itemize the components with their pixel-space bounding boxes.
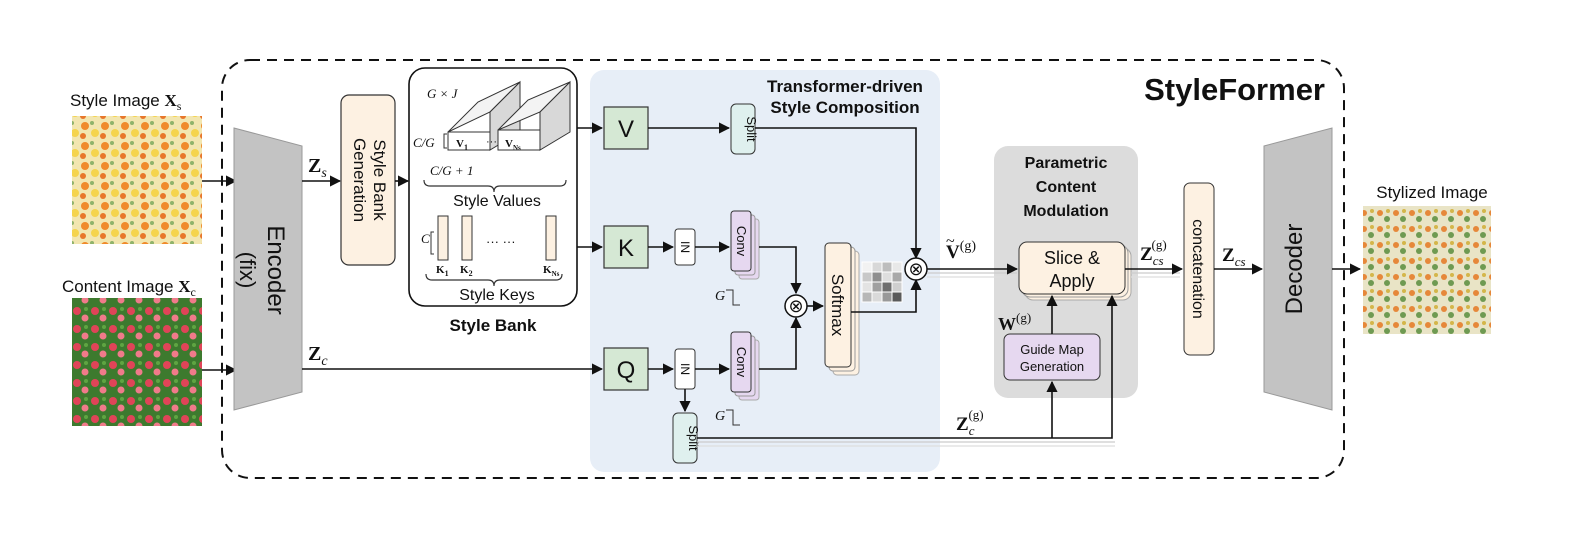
style-image — [72, 116, 202, 244]
in-q-label: IN — [678, 363, 692, 375]
zc-symbol: Zc — [308, 343, 328, 369]
matmul-kq-symbol: ⊗ — [788, 296, 803, 316]
v-block — [603, 106, 649, 150]
k-label: K — [618, 235, 634, 262]
k1-label: K1 — [436, 264, 449, 278]
zcg-symbol: Zc(g) — [956, 407, 984, 438]
softmax-block — [824, 242, 852, 368]
stylized-image-label: Stylized Image — [1376, 183, 1488, 202]
cg1-label: C/G + 1 — [430, 163, 473, 178]
kn-label: KNs — [543, 264, 560, 278]
attention-map-icon — [861, 261, 903, 303]
q-block — [603, 347, 649, 391]
transformer-title-line2: Style Composition — [770, 98, 919, 117]
encoder-block — [233, 127, 303, 411]
zcs-symbol: Zcs — [1222, 245, 1246, 269]
modulation-title-line2: Content — [1036, 179, 1097, 196]
k2-label: K2 — [460, 264, 473, 278]
decoder-label: Decoder — [1281, 224, 1308, 315]
split-q-label: Split — [686, 425, 701, 451]
stylized-image — [1363, 206, 1491, 334]
conv-k-label: Conv — [734, 226, 749, 257]
slice-apply-line2: Apply — [1049, 271, 1094, 291]
slice-apply-line1: Slice & — [1044, 248, 1100, 268]
modulation-title-line1: Parametric — [1025, 155, 1108, 172]
keys-ellipsis: ··· ··· — [486, 234, 516, 249]
conv-k-block — [730, 210, 752, 272]
c-label: C — [421, 231, 430, 246]
split-v-block — [730, 103, 756, 155]
style-key-k2 — [461, 215, 473, 261]
concatenation-label: concatenation — [1189, 219, 1206, 319]
style-bank-generation-block — [340, 94, 396, 266]
softmax-label: Softmax — [828, 274, 847, 337]
modulation-title-line3: Modulation — [1023, 203, 1108, 220]
wg-symbol: W(g) — [998, 310, 1031, 334]
matmul-av-symbol: ⊗ — [908, 259, 923, 279]
zcsg-symbol: Zcs(g) — [1140, 237, 1167, 268]
content-image — [72, 298, 202, 426]
style-bank-caption: Style Bank — [450, 316, 537, 335]
style-bank-generation-line2: Generation — [350, 138, 369, 222]
styleformer-title: StyleFormer — [1144, 72, 1325, 107]
encoder-fix-label: (fix) — [235, 252, 260, 289]
in-k-label: IN — [678, 241, 692, 253]
transformer-title-line1: Transformer-driven — [767, 77, 923, 96]
slice-apply-block — [1018, 241, 1126, 295]
styleformer-frame — [221, 59, 1345, 479]
g-k-label: G — [715, 289, 725, 304]
content-image-label: Content Image Xc — [62, 277, 196, 299]
encoder-label: Encoder — [262, 225, 289, 314]
guide-map-line2: Generation — [1020, 359, 1084, 374]
q-label: Q — [617, 357, 636, 384]
conv-q-label: Conv — [734, 347, 749, 378]
style-key-k1 — [437, 215, 449, 261]
style-keys-label: Style Keys — [459, 287, 535, 304]
style-value-vn — [497, 80, 571, 151]
split-v-label: Split — [744, 116, 759, 142]
style-bank-panel — [408, 67, 578, 307]
style-values-label: Style Values — [453, 193, 541, 210]
guide-map-line1: Guide Map — [1020, 342, 1084, 357]
vg-tilde: ~ — [946, 233, 955, 250]
vn-label: VNs — [505, 138, 521, 152]
v1-label: V1 — [456, 138, 468, 152]
gxj-label: G × J — [427, 86, 459, 101]
v-label: V — [618, 116, 634, 143]
values-ellipsis: ··· — [486, 136, 497, 148]
vg-symbol: V(g) — [946, 239, 976, 263]
g-q-label: G — [715, 409, 725, 424]
conv-q-block — [730, 331, 752, 393]
style-image-label: Style Image Xs — [70, 91, 182, 113]
decoder-block — [1263, 127, 1333, 411]
style-key-kn — [545, 215, 557, 261]
cg-label: C/G — [413, 135, 435, 150]
zs-symbol: Zs — [308, 155, 327, 181]
style-bank-generation-line1: Style Bank — [370, 139, 389, 221]
